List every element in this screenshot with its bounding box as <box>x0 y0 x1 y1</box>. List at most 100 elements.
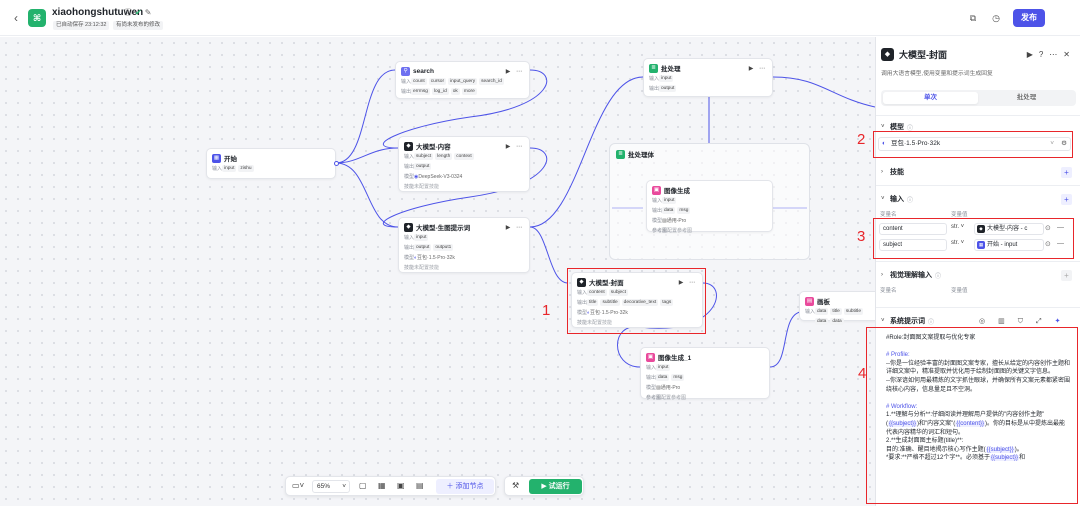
comment-icon[interactable]: ▢ <box>359 481 367 490</box>
image-icon[interactable]: ▣ <box>397 481 405 490</box>
info-icon[interactable]: ⓘ <box>935 273 942 280</box>
shield-icon[interactable]: ⛉ <box>1017 317 1036 325</box>
copy-icon[interactable]: ⧉ <box>969 13 977 23</box>
fit-view-icon[interactable]: ▤ <box>416 481 424 490</box>
gear-icon[interactable]: ⚙ <box>1061 140 1067 147</box>
add-skill-button[interactable]: + <box>1061 167 1072 178</box>
edge-promptgen-cover <box>529 226 569 284</box>
model-select[interactable]: ◐ 豆包·1.5·Pro·32k ˅ ⚙ <box>878 137 1071 151</box>
chevron-right-icon[interactable]: › <box>881 169 883 175</box>
system-prompt-editor[interactable]: #Role:封面图文案提取与优化专家 # Profile: --你是一位经验丰富… <box>878 330 1076 506</box>
param-chip: length <box>435 153 453 160</box>
chevron-right-icon[interactable]: › <box>881 272 883 278</box>
ref-settings-icon[interactable]: ⊙ <box>1045 241 1051 248</box>
history-icon[interactable]: ◷ <box>992 13 1000 23</box>
row-label: 参考图 <box>652 228 668 234</box>
param-chip: context <box>454 153 474 160</box>
debug-icon[interactable]: ⚒ <box>512 481 520 490</box>
param-chip: title <box>587 299 599 306</box>
input-name-field[interactable]: subject <box>879 239 947 251</box>
more-icon[interactable]: ⋯ <box>1049 50 1064 59</box>
add-vision-input-button[interactable]: + <box>1061 270 1072 281</box>
divider <box>876 261 1080 262</box>
input-name-field[interactable]: content <box>879 223 947 235</box>
expand-icon[interactable]: ⤢ <box>1035 317 1055 325</box>
start-node-icon: ▦ <box>212 153 221 163</box>
library-icon[interactable]: ▥ <box>998 317 1018 325</box>
row-label: 输出 <box>652 208 663 214</box>
remove-input-icon[interactable]: — <box>1057 224 1064 231</box>
tab-single[interactable]: 单次 <box>883 92 978 104</box>
row-label: 输出 <box>404 164 415 170</box>
info-icon[interactable]: ⓘ <box>928 319 935 326</box>
help-icon[interactable]: ? <box>1038 50 1050 59</box>
row-label: 输入 <box>404 154 415 160</box>
row-label: 模型 <box>646 385 657 391</box>
test-run-button[interactable]: ▶ 试运行 <box>529 479 582 494</box>
prompt-variable: {{content}} <box>955 420 985 427</box>
add-node-button[interactable]: ＋ 添加节点 <box>436 479 494 494</box>
node-actions[interactable]: ▶ ⋯ <box>505 143 524 150</box>
test-run-label: 试运行 <box>548 483 570 490</box>
minimap-icon[interactable]: ▭˅ <box>292 481 305 490</box>
param-chip: data <box>815 308 829 315</box>
chevron-down-icon[interactable]: ˅ <box>881 318 885 324</box>
divider <box>876 115 1080 116</box>
tab-batch[interactable]: 批处理 <box>1016 94 1037 101</box>
node-actions[interactable]: ▶ ⋯ <box>505 224 524 231</box>
skill-value: 未配置技能 <box>414 184 440 190</box>
row-label: 输入 <box>404 235 415 241</box>
image-model-icon: ▨ <box>656 384 661 391</box>
unpublished-status: 有尚未发布的修改 <box>113 21 164 30</box>
back-arrow-icon[interactable]: ‹ <box>14 11 18 25</box>
skill-value: 未配置技能 <box>587 320 613 326</box>
input-type-select[interactable]: str. ˅ <box>951 240 965 246</box>
publish-button[interactable]: 发布 <box>1013 9 1045 27</box>
app-meta-icons: ⓘ✔✎ <box>124 7 154 18</box>
param-chip: data <box>656 374 670 381</box>
divider <box>876 307 1080 308</box>
node-actions[interactable]: ▶ ⋯ <box>678 279 697 286</box>
chevron-down-icon[interactable]: ˅ <box>881 196 885 202</box>
input-type-select[interactable]: str. ˅ <box>951 224 965 230</box>
param-chip: content <box>587 289 607 296</box>
add-input-button[interactable]: + <box>1061 194 1072 205</box>
zoom-select[interactable]: 65%˅ <box>312 480 350 493</box>
edit-icon[interactable]: ✎ <box>144 8 155 17</box>
remove-input-icon[interactable]: — <box>1057 240 1064 247</box>
edge-promptgen-batch <box>529 76 644 228</box>
input-ref-select[interactable]: ◆大模型-内容 - c <box>974 223 1044 235</box>
output-port[interactable] <box>334 161 339 166</box>
info-icon[interactable]: ⓘ <box>907 125 914 132</box>
close-icon[interactable]: ✕ <box>1063 50 1076 59</box>
ref-settings-icon[interactable]: ⊙ <box>1045 225 1051 232</box>
optimize-icon[interactable]: ◎ <box>979 317 999 325</box>
node-title: 图像生成 <box>664 188 690 195</box>
play-icon[interactable]: ▶ <box>1026 50 1039 59</box>
annotation-number-4: 4 <box>858 365 867 382</box>
node-actions[interactable]: ▶ ⋯ <box>748 65 767 72</box>
input-ref-select[interactable]: ▦开始 - input <box>974 239 1044 251</box>
param-chip: data <box>830 318 844 325</box>
autosave-status: 已自动保存 23:12:32 <box>53 21 110 30</box>
node-actions[interactable]: ▶ ⋯ <box>505 68 524 75</box>
layout-icon[interactable]: ▦ <box>378 481 386 490</box>
ai-spark-icon[interactable]: ✦ <box>1054 317 1074 325</box>
top-bar: ‹ ⌘ xiaohongshutuwen ⓘ✔✎ 已自动保存 23:12:32 … <box>0 0 1080 36</box>
row-label: 技能 <box>404 184 415 190</box>
param-chip: output <box>414 163 432 170</box>
info-icon[interactable]: ⓘ <box>124 8 135 17</box>
info-icon[interactable]: ⓘ <box>907 197 914 204</box>
panel-description: 调用大语言模型,使用变量和提示词生成回复 <box>881 71 993 77</box>
chevron-down-icon[interactable]: ˅ <box>881 124 885 130</box>
